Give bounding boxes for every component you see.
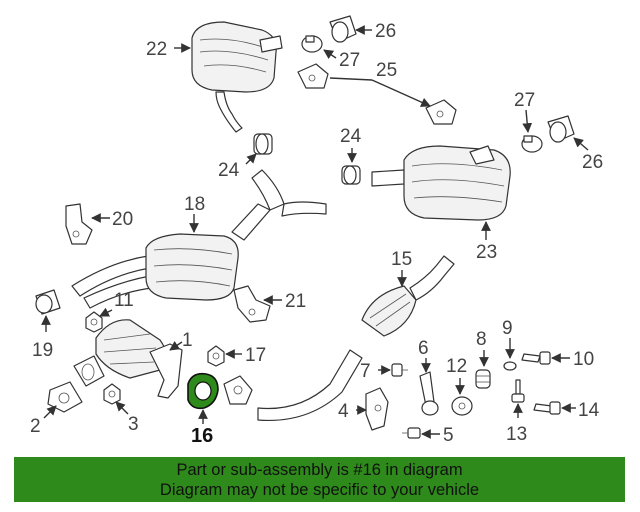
part-21-bracket[interactable] (233, 285, 271, 323)
part-27-clamp-right[interactable] (521, 135, 543, 153)
callout-26a: 26 (375, 21, 396, 42)
part-24-clamp-right[interactable] (341, 165, 361, 185)
part-25-hanger-lower[interactable] (425, 99, 457, 125)
callout-14: 14 (578, 400, 600, 421)
callout-11: 11 (114, 290, 134, 311)
callout-17: 17 (245, 345, 266, 366)
callout-7: 7 (360, 361, 371, 382)
exhaust-system-diagram: 22 24 26 27 25 27 26 (30, 15, 603, 447)
banner-line-2: Diagram may not be specific to your vehi… (159, 481, 480, 499)
part-19-clamp[interactable] (35, 289, 61, 315)
leader-25-lower (371, 79, 431, 107)
part-18-center-muffler[interactable] (71, 169, 327, 309)
part-24-clamp-left[interactable] (253, 133, 273, 155)
callout-8: 8 (476, 329, 487, 350)
callout-22: 22 (146, 39, 167, 60)
callout-12: 12 (446, 356, 467, 377)
leader-2 (43, 405, 57, 419)
part-26-tailpipe-tip-right[interactable] (547, 115, 575, 143)
part-7-bolt[interactable] (391, 363, 408, 377)
callout-4: 4 (338, 401, 349, 422)
leader-1 (169, 341, 183, 351)
leader-24a (245, 153, 257, 165)
callout-24a: 24 (218, 160, 240, 181)
part-13-bolt[interactable] (511, 379, 525, 403)
part-17-nut[interactable] (207, 345, 225, 367)
part-15-catalytic-converter[interactable] (257, 255, 455, 422)
part-22-rear-muffler[interactable] (191, 21, 283, 133)
callout-23: 23 (476, 242, 497, 263)
part-6-hanger[interactable] (419, 371, 439, 416)
callout-24b: 24 (340, 126, 362, 147)
leader-26b (573, 137, 589, 151)
part-20-bracket[interactable] (65, 203, 93, 245)
callout-20: 20 (112, 209, 133, 230)
part-16-gasket[interactable] (187, 372, 219, 410)
part-27-clamp-top[interactable] (301, 35, 323, 53)
part-1-front-converter[interactable] (73, 319, 183, 399)
banner-line-1: Part or sub-assembly is #16 in diagram (176, 461, 463, 479)
callout-15: 15 (391, 249, 412, 270)
part-23-right-muffler[interactable] (371, 145, 511, 221)
callout-10: 10 (573, 349, 594, 370)
callout-18: 18 (184, 194, 205, 215)
part-12-bushing[interactable] (451, 396, 473, 416)
part-8-isolator[interactable] (475, 369, 491, 389)
callout-6: 6 (418, 338, 429, 359)
part-10-bolt[interactable] (521, 351, 551, 365)
callout-26b: 26 (582, 152, 603, 173)
part-11-nut[interactable] (85, 311, 103, 333)
callout-27b: 27 (514, 90, 535, 111)
callout-16: 16 (191, 425, 213, 447)
leader-27a (323, 49, 337, 59)
part-5-bolt[interactable] (402, 427, 421, 439)
info-banner: Part or sub-assembly is #16 in diagram D… (14, 457, 625, 502)
callout-21: 21 (285, 291, 306, 312)
part-2-gasket[interactable] (47, 381, 83, 413)
part-4-bracket[interactable] (365, 387, 389, 431)
callout-9: 9 (502, 318, 513, 339)
callout-1: 1 (182, 330, 193, 351)
part-3-nut[interactable] (103, 383, 121, 405)
callout-3: 3 (128, 414, 139, 435)
part-9-washer[interactable] (503, 361, 517, 371)
callout-19: 19 (32, 340, 53, 361)
callout-2: 2 (30, 416, 41, 437)
leader-25-upper (329, 77, 373, 81)
callout-27a: 27 (339, 50, 360, 71)
leader-3 (115, 401, 129, 415)
callout-25: 25 (376, 60, 397, 81)
callout-13: 13 (506, 424, 527, 445)
part-25-hanger-upper[interactable] (297, 63, 329, 89)
callout-5: 5 (443, 425, 454, 446)
leader-27b (522, 109, 533, 133)
part-26-tailpipe-tip-top[interactable] (329, 15, 357, 43)
leader-11 (99, 307, 113, 317)
pipe-flange (223, 375, 253, 405)
part-14-bolt[interactable] (533, 401, 561, 415)
